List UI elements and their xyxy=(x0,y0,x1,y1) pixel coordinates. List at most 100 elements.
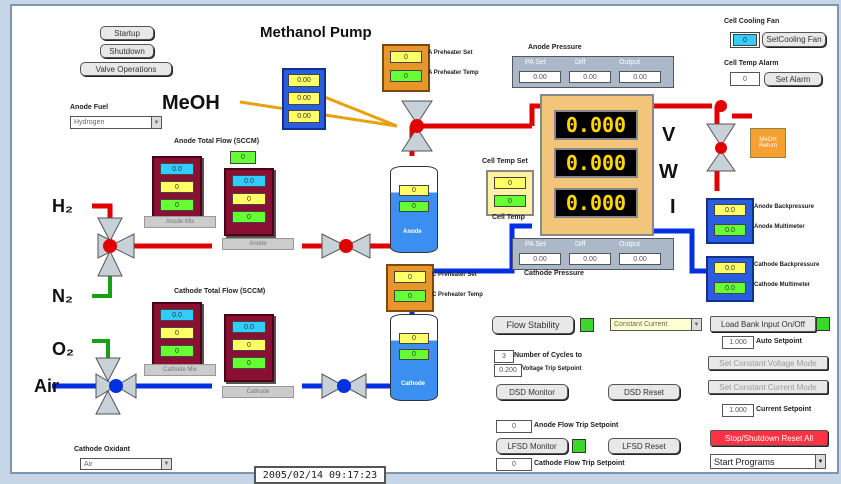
c-preheater-temp-label: C Preheater Temp xyxy=(432,292,483,298)
cell-display-frame: 0.000 0.000 0.000 xyxy=(540,94,654,236)
cathode-tank-label: Cathode xyxy=(401,381,425,387)
chevron-down-icon: ▼ xyxy=(691,319,701,330)
anode-pressure-panel: PA Set Diff Output 0.00 0.00 0.00 xyxy=(512,56,674,88)
cathode-oxidant-dropdown[interactable]: Air ▼ xyxy=(80,458,172,470)
mode-dropdown[interactable]: Constant Current▼ xyxy=(610,318,702,331)
start-programs-label: Start Programs xyxy=(714,456,775,467)
mfc-value: 0 xyxy=(232,193,266,205)
tank-level-value: 0 xyxy=(399,333,429,344)
output-label: Output xyxy=(619,241,641,248)
cathode-multimeter-label: Cathode Multimeter xyxy=(754,282,811,288)
flow-stability-button[interactable]: Flow Stability xyxy=(492,316,574,334)
voltage-trip-label: Voltage Trip Setpoint xyxy=(522,366,582,372)
timestamp-display: 2005/02/14 09:17:23 xyxy=(254,466,386,484)
anode-multimeter-label: Anode Multimeter xyxy=(754,224,805,230)
pump-flow-1: 0.00 xyxy=(288,74,320,87)
cathode-pressure-set[interactable]: 0.00 xyxy=(519,253,561,265)
diff-label: Diff xyxy=(575,59,586,66)
cell-temp-value: 0 xyxy=(494,195,526,207)
startup-button[interactable]: Startup xyxy=(100,26,154,40)
anode-pressure-diff: 0.00 xyxy=(569,71,611,83)
mfc-value: 0.0 xyxy=(160,309,194,321)
diff-label: Diff xyxy=(575,241,586,248)
mfc-value: 0 xyxy=(160,345,194,357)
load-bank-input-button[interactable]: Load Bank Input On/Off xyxy=(710,316,816,332)
cycles-value[interactable]: 3 xyxy=(494,350,514,363)
pump-flow-2: 0.00 xyxy=(288,92,320,105)
dsd-monitor-button[interactable]: DSD Monitor xyxy=(496,384,568,400)
voltage-trip-value[interactable]: 0.200 xyxy=(494,364,522,377)
tank-temp-value: 0 xyxy=(399,349,429,360)
lfsd-reset-button[interactable]: LFSD Reset xyxy=(608,438,680,454)
cathode-flow-trip-value[interactable]: 0 xyxy=(496,458,532,471)
anode-pressure-output: 0.00 xyxy=(619,71,661,83)
pa-set-label: PA Set xyxy=(525,241,546,248)
anode-tank: 0 0 Anode xyxy=(390,166,438,253)
cathode-mfc-1: 0.0 0 0 xyxy=(152,302,202,370)
mfc-value: 0.0 xyxy=(232,321,266,333)
methanol-pump-title: Methanol Pump xyxy=(260,24,372,41)
current-setpoint-label: Current Setpoint xyxy=(756,406,812,413)
set-constant-voltage-button[interactable]: Set Constant Voltage Mode xyxy=(708,356,828,370)
cathode-total-flow-label: Cathode Total Flow (SCCM) xyxy=(174,288,266,295)
current-display: 0.000 xyxy=(554,188,638,218)
pa-set-label: PA Set xyxy=(525,59,546,66)
set-constant-current-button[interactable]: Set Constant Current Mode xyxy=(708,380,828,394)
anode-fuel-value: Hydrogen xyxy=(74,119,105,126)
anode-flow-trip-value[interactable]: 0 xyxy=(496,420,532,433)
current-setpoint-value[interactable]: 1.000 xyxy=(722,404,754,417)
auto-setpoint-value[interactable]: 1.000 xyxy=(722,336,754,349)
cathode-oxidant-label: Cathode Oxidant xyxy=(74,446,131,453)
chevron-down-icon: ▼ xyxy=(161,459,171,469)
cathode-multimeter-value: 0.0 xyxy=(714,282,746,294)
lfsd-led xyxy=(572,439,586,453)
pump-flow-3: 0.00 xyxy=(288,110,320,123)
c-preheater-set-label: C Preheater Set xyxy=(432,272,477,278)
mfc-value: 0 xyxy=(232,357,266,369)
anode-fuel-label: Anode Fuel xyxy=(70,104,109,111)
chevron-down-icon: ▼ xyxy=(815,455,825,468)
w-unit: W xyxy=(659,161,678,183)
tank-level-value: 0 xyxy=(399,185,429,196)
cathode-tank: 0 0 Cathode xyxy=(390,314,438,401)
num-cycles-label: Number of Cycles to xyxy=(514,352,583,359)
chevron-down-icon: ▼ xyxy=(151,117,161,128)
start-programs-dropdown[interactable]: Start Programs ▼ xyxy=(710,454,826,469)
anode-mix-label: Anode Mix xyxy=(144,216,216,228)
anode-fuel-dropdown[interactable]: Hydrogen ▼ xyxy=(70,116,162,129)
shutdown-button[interactable]: Shutdown xyxy=(100,44,154,58)
cathode-oxidant-value: Air xyxy=(84,460,93,468)
cathode-pressure-label: Cathode Pressure xyxy=(524,270,584,277)
anode-backpressure-value: 0.0 xyxy=(714,204,746,216)
i-unit: I xyxy=(670,196,676,218)
cathode-pressure-diff: 0.00 xyxy=(569,253,611,265)
mfc-value: 0.0 xyxy=(232,175,266,187)
anode-pressure-set[interactable]: 0.00 xyxy=(519,71,561,83)
n2-label: N₂ xyxy=(52,286,73,306)
cathode-label: Cathode xyxy=(222,386,294,398)
lfsd-monitor-button[interactable]: LFSD Monitor xyxy=(496,438,568,454)
pipe-network xyxy=(52,94,752,415)
valve-operations-button[interactable]: Valve Operations xyxy=(80,62,172,76)
load-bank-led xyxy=(816,317,830,331)
anode-total-flow-value: 0 xyxy=(230,151,256,164)
stop-reset-all-button[interactable]: Stop/Shutdown Reset All xyxy=(710,430,828,446)
anode-multimeter-value: 0.0 xyxy=(714,224,746,236)
output-label: Output xyxy=(619,59,641,66)
cathode-mix-label: Cathode Mix xyxy=(144,364,216,376)
cell-temp-alarm-value[interactable]: 0 xyxy=(730,72,760,86)
set-cooling-fan-button[interactable]: SetCooling Fan xyxy=(762,32,826,47)
v-unit: V xyxy=(662,124,676,146)
set-alarm-button[interactable]: Set Alarm xyxy=(764,72,822,86)
mfc-value: 0.0 xyxy=(160,163,194,175)
cathode-preheater-panel: 0 0 xyxy=(386,264,434,312)
preheater-set-value: 0 xyxy=(390,51,422,63)
anode-flow-trip-label: Anode Flow Trip Setpoint xyxy=(534,422,619,429)
anode-backpressure-label: Anode Backpressure xyxy=(754,204,815,210)
cell-temp-panel: 0 0 xyxy=(486,170,534,216)
anode-preheater-panel: 0 0 xyxy=(382,44,430,92)
cooling-fan-label: Cell Cooling Fan xyxy=(724,18,780,25)
preheater-set-value: 0 xyxy=(394,271,426,283)
dsd-reset-button[interactable]: DSD Reset xyxy=(608,384,680,400)
cathode-flow-trip-label: Cathode Flow Trip Setpoint xyxy=(534,460,625,467)
